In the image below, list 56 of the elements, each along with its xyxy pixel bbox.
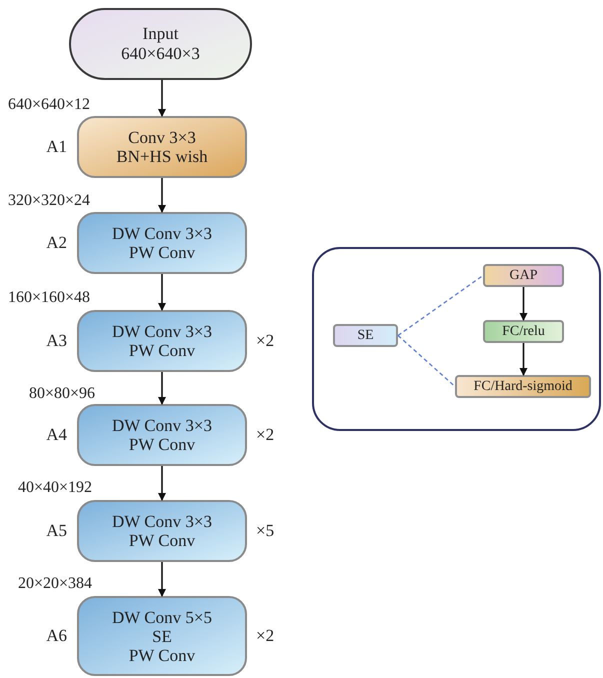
stage-label: A3 <box>45 330 67 352</box>
process-box <box>77 212 247 274</box>
repeat-count: ×2 <box>256 625 276 647</box>
process-box <box>483 264 564 287</box>
dimension-text: 160×160×48 <box>8 288 90 308</box>
arrow <box>158 562 166 597</box>
node-text: Conv 3×3 <box>128 128 196 147</box>
stage-label: A1 <box>45 136 67 158</box>
node-text: PW Conv <box>128 341 196 360</box>
node-text: GAP <box>509 267 538 285</box>
repeat-count: ×2 <box>256 330 276 352</box>
arrow <box>520 287 528 321</box>
node-text: DW Conv 3×3 <box>112 512 212 531</box>
node-text: PW Conv <box>128 531 196 550</box>
dimension-text: 640×640×12 <box>8 95 90 115</box>
node-text: FC/Hard-sigmoid <box>474 378 572 396</box>
node-text: DW Conv 5×5 <box>112 608 212 626</box>
node-text: Input <box>142 24 178 44</box>
arrow <box>158 178 166 213</box>
panel-box <box>312 247 601 431</box>
node-text: SE <box>152 626 172 646</box>
node-text: DW Conv 3×3 <box>112 224 212 243</box>
process-box <box>77 310 247 372</box>
process-box <box>77 116 247 178</box>
process-box <box>483 320 564 343</box>
node-text: SE <box>357 327 374 345</box>
process-box <box>77 596 247 676</box>
process-box <box>455 375 591 398</box>
node-text: FC/relu <box>502 323 545 341</box>
dimension-text: 40×40×192 <box>18 478 92 498</box>
dimension-text: 20×20×384 <box>18 574 92 594</box>
dimension-text: 80×80×96 <box>29 384 96 404</box>
stage-label: A6 <box>45 625 67 647</box>
node-text: PW Conv <box>128 646 196 664</box>
arrow <box>158 80 166 117</box>
repeat-count: ×5 <box>256 520 276 542</box>
stage-label: A2 <box>45 232 67 254</box>
node-text: BN+HS wish <box>116 147 208 166</box>
process-box <box>77 500 247 562</box>
node-text: PW Conv <box>128 243 196 262</box>
node-text: PW Conv <box>128 435 196 454</box>
arrow <box>520 343 528 376</box>
node-text: DW Conv 3×3 <box>112 322 212 341</box>
arrow <box>158 274 166 311</box>
connector-line <box>398 274 484 336</box>
stage-label: A5 <box>45 520 67 542</box>
arrow <box>158 466 166 501</box>
stage-label: A4 <box>45 424 67 446</box>
dimension-text: 320×320×24 <box>8 191 90 211</box>
connector-line <box>398 335 456 387</box>
process-box <box>77 404 247 466</box>
process-box <box>333 324 398 347</box>
node-text: 640×640×3 <box>121 44 200 64</box>
arrow <box>158 372 166 405</box>
node-text: DW Conv 3×3 <box>112 416 212 435</box>
repeat-count: ×2 <box>256 424 276 446</box>
